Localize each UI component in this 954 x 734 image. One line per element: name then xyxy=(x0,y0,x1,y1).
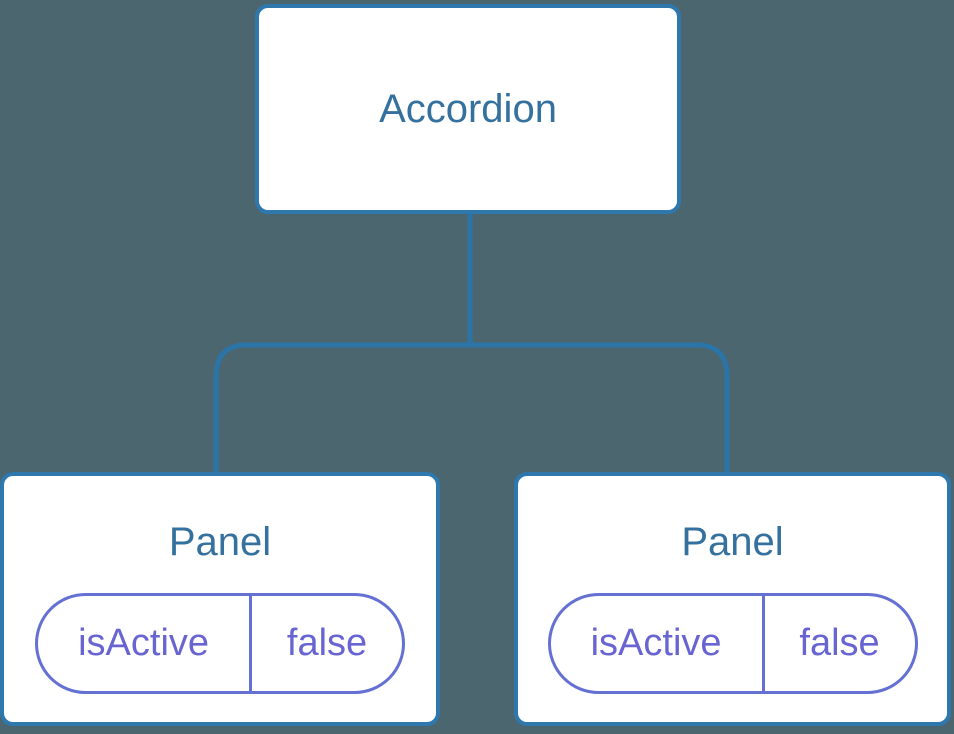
accordion-node: Accordion xyxy=(255,4,681,214)
panel-label: Panel xyxy=(168,520,272,564)
state-name: isActive xyxy=(78,622,210,664)
panel-node-right: Panel isActive false xyxy=(514,472,951,726)
accordion-label: Accordion xyxy=(379,87,557,131)
panel-label: Panel xyxy=(681,520,784,564)
state-pill: isActive false xyxy=(547,593,918,694)
state-pill: isActive false xyxy=(35,593,405,694)
state-value: false xyxy=(761,596,915,691)
connector-path xyxy=(213,212,730,474)
state-value: false xyxy=(249,596,402,691)
panel-node-left: Panel isActive false xyxy=(0,472,440,726)
state-name: isActive xyxy=(590,622,722,664)
